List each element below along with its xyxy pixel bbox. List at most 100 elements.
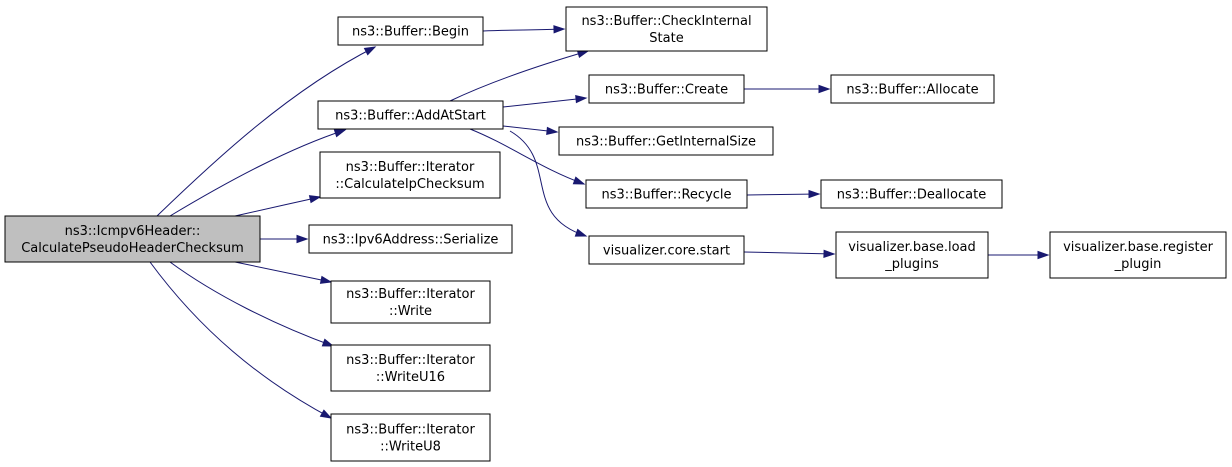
arrow-head [823, 249, 836, 258]
node-serialize[interactable]: ns3::Ipv6Address::Serialize [308, 224, 513, 254]
node-label-line: CalculatePseudoHeaderChecksum [21, 241, 244, 256]
node-box [330, 344, 491, 392]
node-write[interactable]: ns3::Buffer::Iterator::Write [330, 280, 491, 324]
node-label-line: State [649, 31, 683, 46]
node-box [319, 151, 501, 199]
edge-root-to-writeu8 [149, 261, 333, 419]
node-box [4, 215, 261, 263]
node-create[interactable]: ns3::Buffer::Create [588, 74, 745, 104]
node-begin[interactable]: ns3::Buffer::Begin [337, 16, 484, 46]
node-label-line: _plugins [884, 257, 939, 272]
arrow-head [296, 234, 309, 244]
edge-root-to-writeu16 [169, 261, 335, 347]
edge-root-to-begin [156, 46, 377, 217]
node-label-line: visualizer.base.register [1063, 240, 1214, 255]
node-box [1049, 231, 1227, 279]
edge-begin-to-check [482, 25, 566, 34]
node-box [330, 413, 491, 462]
edge-line [449, 50, 589, 102]
edge-addatstart-to-getinternalsize [502, 125, 559, 136]
node-label-line: ns3::Buffer::Begin [352, 25, 469, 40]
node-label-line: ::CalculateIpChecksum [335, 177, 484, 192]
edge-addatstart-to-create [502, 94, 588, 108]
arrow-head [319, 409, 333, 419]
node-label-line: ::WriteU8 [380, 440, 441, 455]
node-box [835, 231, 989, 279]
node-label-line: ns3::Buffer::GetInternalSize [576, 135, 756, 150]
node-vstart[interactable]: visualizer.core.start [588, 235, 745, 265]
arrow-head [575, 94, 588, 104]
arrow-head [546, 126, 559, 136]
node-getinternalsize[interactable]: ns3::Buffer::GetInternalSize [558, 126, 774, 156]
node-addatstart[interactable]: ns3::Buffer::AddAtStart [317, 100, 504, 130]
edge-line [169, 261, 334, 347]
node-allocate[interactable]: ns3::Buffer::Allocate [830, 74, 995, 104]
arrow-head [576, 49, 590, 59]
node-label-line: ns3::Buffer::Deallocate [837, 188, 986, 203]
edge-root-to-write [234, 261, 333, 284]
node-box [588, 74, 745, 104]
node-label-line: ::Write [389, 304, 432, 319]
node-box [585, 179, 748, 209]
arrow-head [363, 46, 377, 56]
edge-line [149, 261, 332, 419]
arrow-head [553, 25, 566, 34]
node-label-line: ns3::Buffer::Iterator [346, 423, 475, 438]
node-box [337, 16, 484, 46]
edge-create-to-allocate [744, 84, 831, 94]
node-box [588, 235, 745, 265]
edge-addatstart-to-check [449, 49, 590, 102]
edge-addatstart-to-recycle [469, 128, 586, 185]
edge-line [469, 128, 585, 185]
edge-line [746, 193, 820, 196]
edges-layer [149, 25, 1050, 419]
edge-line [234, 261, 332, 283]
arrow-head [319, 275, 333, 284]
node-box [558, 126, 774, 156]
node-writeu16[interactable]: ns3::Buffer::Iterator::WriteU16 [330, 344, 491, 392]
edge-line [234, 196, 321, 217]
arrow-head [808, 189, 821, 199]
node-label-line: ns3::Buffer::Iterator [346, 353, 475, 368]
node-box [565, 6, 768, 52]
edge-line [156, 46, 376, 217]
nodes-layer: ns3::Icmpv6Header::CalculatePseudoHeader… [4, 6, 1227, 462]
node-box [830, 74, 995, 104]
node-label-line: visualizer.core.start [603, 244, 730, 259]
edge-recycle-to-deallocate [746, 189, 821, 199]
edge-line [482, 28, 565, 32]
arrow-head [308, 195, 322, 204]
arrow-head [574, 228, 588, 237]
node-label-line: ns3::Buffer::CheckInternal [581, 14, 751, 29]
arrow-head [1037, 250, 1050, 260]
node-label-line: ns3::Buffer::Create [605, 83, 728, 98]
arrow-head [572, 176, 586, 185]
arrow-head [321, 338, 335, 347]
edge-root-to-addatstart [169, 129, 347, 217]
node-root[interactable]: ns3::Icmpv6Header::CalculatePseudoHeader… [4, 215, 261, 263]
edge-vstart-to-loadplugins [743, 249, 836, 258]
node-box [820, 179, 1003, 209]
node-box [317, 100, 504, 130]
node-label-line: ns3::Buffer::Iterator [346, 287, 475, 302]
edge-line [509, 130, 587, 237]
edge-root-to-calcip [234, 195, 322, 217]
node-registerplugin[interactable]: visualizer.base.register_plugin [1049, 231, 1227, 279]
node-label-line: ns3::Icmpv6Header:: [65, 224, 201, 239]
edge-loadplugins-to-registerplugin [988, 250, 1050, 260]
node-label-line: ns3::Ipv6Address::Serialize [323, 233, 499, 248]
arrow-head [818, 84, 831, 94]
node-label-line: ns3::Buffer::Iterator [346, 160, 475, 175]
edge-line [502, 97, 587, 108]
node-calcip[interactable]: ns3::Buffer::Iterator::CalculateIpChecks… [319, 151, 501, 199]
node-deallocate[interactable]: ns3::Buffer::Deallocate [820, 179, 1003, 209]
node-label-line: ns3::Buffer::Recycle [601, 188, 731, 203]
node-recycle[interactable]: ns3::Buffer::Recycle [585, 179, 748, 209]
node-loadplugins[interactable]: visualizer.base.load_plugins [835, 231, 989, 279]
node-writeu8[interactable]: ns3::Buffer::Iterator::WriteU8 [330, 413, 491, 462]
edge-line [169, 129, 346, 217]
edge-line [743, 251, 835, 255]
arrow-head [333, 129, 347, 138]
edge-addatstart-to-vstart [509, 130, 588, 237]
